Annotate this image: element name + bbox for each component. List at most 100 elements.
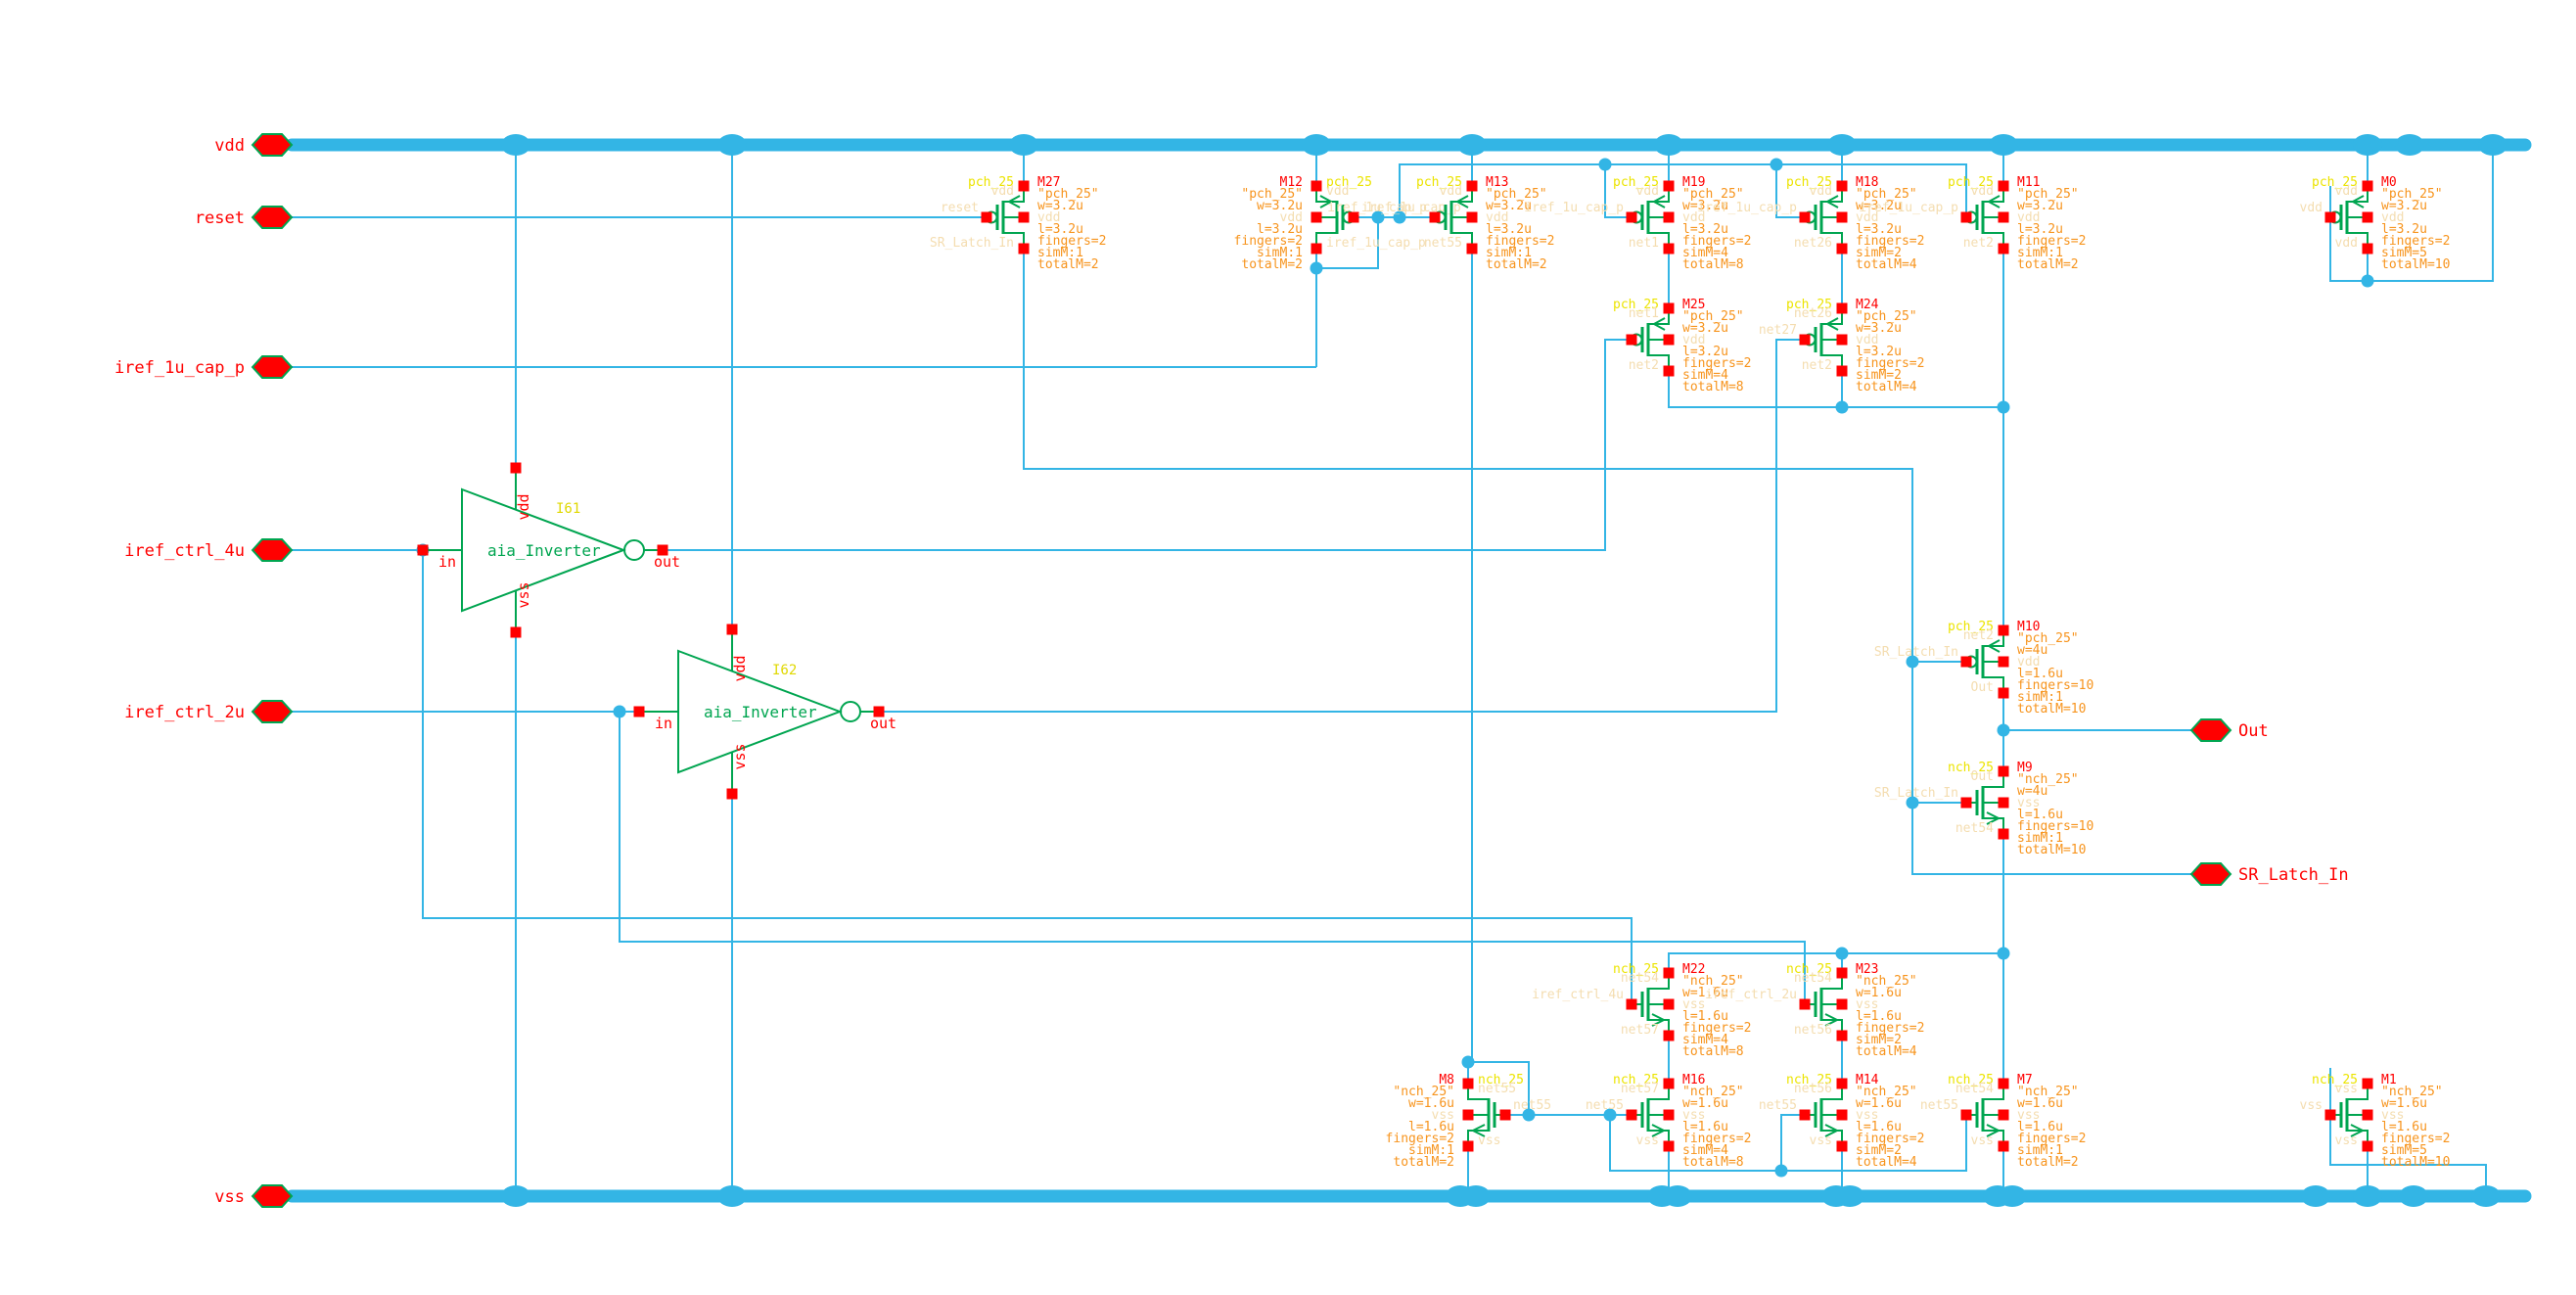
mosfet-M9[interactable]: M9"nch_25"w=4uvssl=1.6ufingers=10simM:1t… (1874, 761, 2093, 857)
drain-terminal[interactable] (1836, 180, 1848, 192)
source-terminal[interactable] (1466, 243, 1478, 254)
source-terminal[interactable] (1663, 1140, 1675, 1152)
mosfet-M13[interactable]: M13"pch_25"w=3.2uvddl=3.2ufingers=2simM:… (1327, 175, 1554, 272)
mosfet-M0[interactable]: M0"pch_25"w=3.2uvddl=3.2ufingers=2simM=5… (2300, 175, 2451, 272)
source-terminal[interactable] (1663, 243, 1675, 254)
bulk-terminal[interactable] (1311, 211, 1322, 223)
source-terminal[interactable] (1018, 243, 1030, 254)
pin-symbol-iref_ctrl_2u[interactable] (251, 700, 294, 723)
drain-terminal[interactable] (1836, 1078, 1848, 1089)
bulk-terminal[interactable] (1836, 998, 1848, 1010)
drain-terminal[interactable] (1836, 302, 1848, 314)
gate-terminal[interactable] (1348, 211, 1359, 223)
bulk-terminal[interactable] (1663, 211, 1675, 223)
gate-terminal[interactable] (2324, 211, 2336, 223)
drain-terminal[interactable] (1466, 180, 1478, 192)
drain-terminal[interactable] (1998, 1078, 2009, 1089)
source-terminal[interactable] (1663, 1030, 1675, 1041)
mosfet-M24[interactable]: M24"pch_25"w=3.2uvddl=3.2ufingers=2simM=… (1759, 298, 1925, 394)
bulk-terminal[interactable] (1462, 1109, 1474, 1121)
source-terminal[interactable] (1998, 687, 2009, 699)
pin-symbol-vdd[interactable] (251, 133, 294, 157)
gate-terminal[interactable] (1799, 334, 1811, 346)
bulk-terminal[interactable] (1466, 211, 1478, 223)
mosfet-M23[interactable]: M23"nch_25"w=1.6uvssl=1.6ufingers=2simM=… (1705, 962, 1924, 1059)
bulk-terminal[interactable] (1663, 334, 1675, 346)
source-terminal[interactable] (1998, 828, 2009, 840)
net-wire-12[interactable] (1609, 1115, 1967, 1172)
gate-terminal[interactable] (1626, 1109, 1637, 1121)
inverter-out-terminal[interactable] (657, 544, 668, 556)
source-terminal[interactable] (1462, 1140, 1474, 1152)
source-terminal[interactable] (1836, 243, 1848, 254)
drain-terminal[interactable] (1836, 967, 1848, 979)
bulk-terminal[interactable] (1998, 1109, 2009, 1121)
pin-iref_1u_cap_p[interactable]: iref_1u_cap_p (115, 355, 294, 379)
pin-iref_ctrl_2u[interactable]: iref_ctrl_2u (124, 700, 294, 723)
bulk-terminal[interactable] (1998, 797, 2009, 809)
inverter-vdd-terminal[interactable] (510, 462, 522, 474)
drain-terminal[interactable] (1663, 180, 1675, 192)
source-terminal[interactable] (1998, 243, 2009, 254)
net-wire-17[interactable] (1668, 371, 2003, 408)
mosfet-M8[interactable]: M8"nch_25"w=1.6uvssl=1.6ufingers=2simM:1… (1386, 1073, 1552, 1170)
gate-terminal[interactable] (1799, 998, 1811, 1010)
gate-terminal[interactable] (1626, 334, 1637, 346)
pin-symbol-iref_1u_cap_p[interactable] (251, 355, 294, 379)
net-wire-13[interactable] (1780, 1114, 1805, 1171)
bulk-terminal[interactable] (2362, 211, 2373, 223)
source-terminal[interactable] (1836, 1140, 1848, 1152)
bulk-terminal[interactable] (1836, 1109, 1848, 1121)
drain-terminal[interactable] (1018, 180, 1030, 192)
inverter-in-terminal[interactable] (417, 544, 429, 556)
source-terminal[interactable] (1998, 1140, 2009, 1152)
drain-terminal[interactable] (1462, 1078, 1474, 1089)
drain-terminal[interactable] (2362, 180, 2373, 192)
bulk-terminal[interactable] (1836, 211, 1848, 223)
drain-terminal[interactable] (1998, 624, 2009, 636)
power-buses[interactable] (285, 138, 2532, 1203)
gate-terminal[interactable] (981, 211, 992, 223)
net-wire-22[interactable] (422, 550, 1633, 1004)
source-terminal[interactable] (1663, 365, 1675, 377)
source-terminal[interactable] (1836, 365, 1848, 377)
gate-terminal[interactable] (1799, 211, 1811, 223)
bulk-terminal[interactable] (1663, 998, 1675, 1010)
source-terminal[interactable] (2362, 243, 2373, 254)
bulk-terminal[interactable] (1836, 334, 1848, 346)
pin-iref_ctrl_4u[interactable]: iref_ctrl_4u (124, 538, 294, 562)
mosfet-M1[interactable]: M1"nch_25"w=1.6uvssl=1.6ufingers=2simM=5… (2300, 1073, 2451, 1170)
net-wire-5[interactable] (1399, 163, 1967, 217)
drain-terminal[interactable] (1998, 180, 2009, 192)
mosfet-M7[interactable]: M7"nch_25"w=1.6uvssl=1.6ufingers=2simM:1… (1920, 1073, 2087, 1170)
pin-symbol-iref_ctrl_4u[interactable] (251, 538, 294, 562)
pin-symbol-vss[interactable] (251, 1184, 294, 1208)
gate-terminal[interactable] (1626, 998, 1637, 1010)
mosfet-M12[interactable]: M12"pch_25"w=3.2uvddl=3.2ufingers=2simM:… (1234, 175, 1461, 272)
mosfet-M16[interactable]: M16"nch_25"w=1.6uvssl=1.6ufingers=2simM=… (1586, 1073, 1752, 1170)
gate-terminal[interactable] (1429, 211, 1441, 223)
net-wire-7[interactable] (1775, 164, 1805, 218)
net-wire-31[interactable] (1668, 952, 2003, 972)
drain-terminal[interactable] (1311, 180, 1322, 192)
net-wire-20[interactable] (879, 339, 1805, 713)
gate-terminal[interactable] (1799, 1109, 1811, 1121)
pin-Out[interactable]: Out (2189, 718, 2269, 742)
gate-terminal[interactable] (1960, 797, 1972, 809)
mosfet-M14[interactable]: M14"nch_25"w=1.6uvssl=1.6ufingers=2simM=… (1759, 1073, 1925, 1170)
drain-terminal[interactable] (1663, 1078, 1675, 1089)
bulk-terminal[interactable] (1663, 1109, 1675, 1121)
mosfet-M18[interactable]: M18"pch_25"w=3.2uvddl=3.2ufingers=2simM=… (1697, 175, 1924, 272)
mosfet-M10[interactable]: M10"pch_25"w=4uvddl=1.6ufingers=10simM:1… (1874, 620, 2093, 717)
drain-terminal[interactable] (1663, 302, 1675, 314)
pin-symbol-Out[interactable] (2189, 718, 2232, 742)
inverter-vss-terminal[interactable] (726, 788, 738, 800)
bulk-terminal[interactable] (1998, 211, 2009, 223)
bulk-terminal[interactable] (1998, 656, 2009, 668)
mosfet-M25[interactable]: M25"pch_25"w=3.2uvddl=3.2ufingers=2simM=… (1613, 298, 1751, 394)
gate-terminal[interactable] (1960, 1109, 1972, 1121)
drain-terminal[interactable] (2362, 1078, 2373, 1089)
net-wire-19[interactable] (663, 339, 1632, 551)
source-terminal[interactable] (1311, 243, 1322, 254)
